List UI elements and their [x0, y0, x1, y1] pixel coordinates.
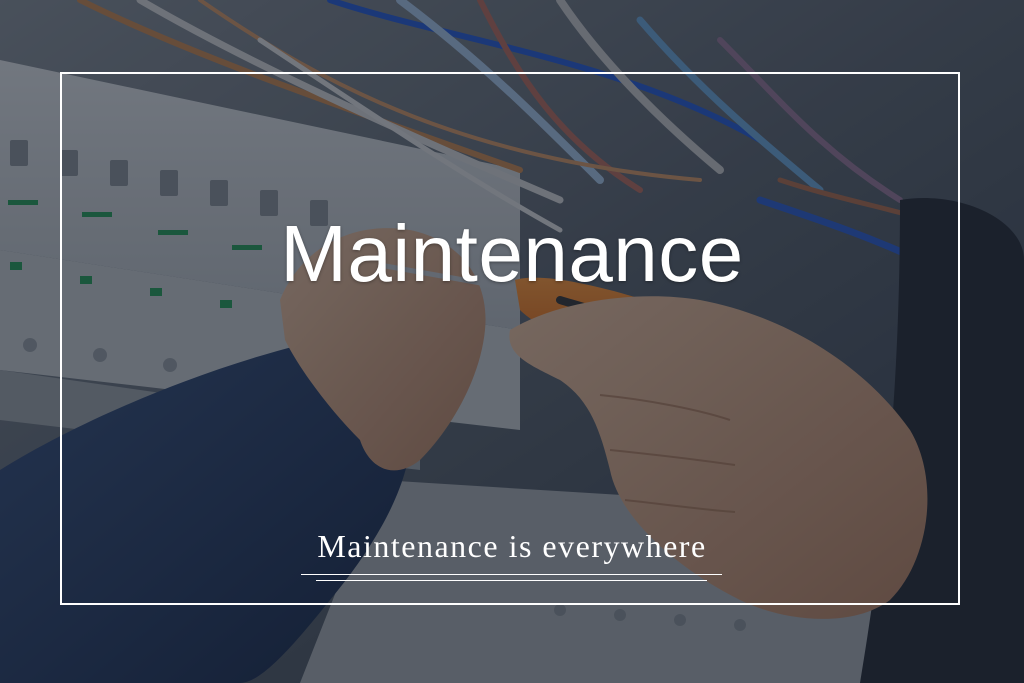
- banner-frame: [60, 72, 960, 605]
- banner-tagline: Maintenance is everywhere: [317, 528, 707, 564]
- tagline-underline-top: [301, 574, 722, 575]
- banner-title: Maintenance: [280, 209, 744, 298]
- tagline-underline-bottom: [316, 580, 707, 581]
